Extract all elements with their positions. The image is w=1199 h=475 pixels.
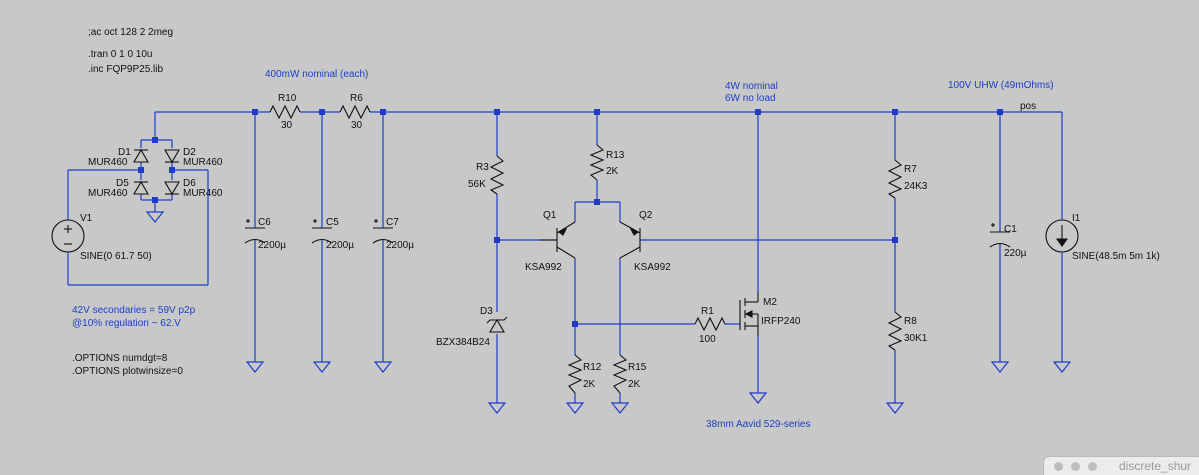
note-mosfet-nominal[interactable]: 4W nominal bbox=[725, 81, 778, 92]
r13-symbol[interactable] bbox=[589, 144, 605, 181]
ground-symbols bbox=[145, 211, 1072, 414]
r1-name[interactable]: R1 bbox=[701, 306, 714, 317]
d1-value[interactable]: MUR460 bbox=[88, 157, 128, 168]
r15-value[interactable]: 2K bbox=[628, 379, 641, 390]
r1-symbol[interactable] bbox=[694, 316, 726, 332]
r10-name[interactable]: R10 bbox=[278, 93, 297, 104]
r7-name[interactable]: R7 bbox=[904, 164, 917, 175]
c5-name[interactable]: C5 bbox=[326, 217, 339, 228]
r6-symbol[interactable] bbox=[339, 104, 371, 120]
note-secondaries[interactable]: 42V secondaries = 59V p2p bbox=[72, 305, 196, 316]
i1-value[interactable]: SINE(48.5m 5m 1k) bbox=[1072, 251, 1160, 262]
c5-value[interactable]: 2200µ bbox=[326, 240, 354, 251]
r3-value[interactable]: 56K bbox=[468, 179, 486, 190]
junction-dots bbox=[138, 109, 1003, 327]
directive-options-plotwinsize[interactable]: .OPTIONS plotwinsize=0 bbox=[72, 366, 183, 377]
note-capacitor-uhw[interactable]: 100V UHW (49mOhms) bbox=[948, 80, 1054, 91]
c7-value[interactable]: 2200µ bbox=[386, 240, 414, 251]
q1-name[interactable]: Q1 bbox=[543, 210, 557, 221]
r12-symbol[interactable] bbox=[567, 354, 583, 394]
d5-value[interactable]: MUR460 bbox=[88, 188, 128, 199]
c1-symbol[interactable] bbox=[989, 223, 1011, 248]
directive-inc[interactable]: .inc FQP9P25.lib bbox=[88, 64, 163, 75]
q2-symbol[interactable] bbox=[619, 221, 641, 259]
r3-symbol[interactable] bbox=[489, 155, 505, 195]
d3-symbol[interactable] bbox=[486, 316, 508, 333]
window-tab[interactable]: discrete_shur bbox=[1043, 456, 1199, 475]
i1-name[interactable]: I1 bbox=[1072, 213, 1081, 224]
d2-value[interactable]: MUR460 bbox=[183, 157, 223, 168]
zoom-icon[interactable] bbox=[1088, 462, 1097, 471]
wires bbox=[67, 111, 1063, 403]
c1-name[interactable]: C1 bbox=[1004, 224, 1017, 235]
v1-symbol[interactable] bbox=[51, 219, 85, 253]
net-label-pos[interactable]: pos bbox=[1020, 101, 1036, 112]
directive-options-numdgt[interactable]: .OPTIONS numdgt=8 bbox=[72, 353, 168, 364]
r8-value[interactable]: 30K1 bbox=[904, 333, 928, 344]
minimize-icon[interactable] bbox=[1071, 462, 1080, 471]
q1-symbol[interactable] bbox=[540, 221, 576, 259]
d3-name[interactable]: D3 bbox=[480, 306, 493, 317]
r7-symbol[interactable] bbox=[887, 159, 903, 199]
r13-name[interactable]: R13 bbox=[606, 150, 625, 161]
r15-symbol[interactable] bbox=[612, 354, 628, 394]
q2-value[interactable]: KSA992 bbox=[634, 262, 671, 273]
d6-name[interactable]: D6 bbox=[183, 178, 196, 189]
q1-value[interactable]: KSA992 bbox=[525, 262, 562, 273]
c1-value[interactable]: 220µ bbox=[1004, 248, 1027, 259]
c6-value[interactable]: 2200µ bbox=[258, 240, 286, 251]
r10-symbol[interactable] bbox=[269, 104, 301, 120]
r8-name[interactable]: R8 bbox=[904, 316, 917, 327]
r6-value[interactable]: 30 bbox=[351, 120, 363, 131]
note-mosfet-noload[interactable]: 6W no load bbox=[725, 93, 776, 104]
m2-value[interactable]: IRFP240 bbox=[761, 316, 801, 327]
d2-name[interactable]: D2 bbox=[183, 147, 196, 158]
close-icon[interactable] bbox=[1054, 462, 1063, 471]
r12-value[interactable]: 2K bbox=[583, 379, 596, 390]
r7-value[interactable]: 24K3 bbox=[904, 181, 928, 192]
directive-ac[interactable]: ;ac oct 128 2 2meg bbox=[88, 27, 173, 38]
bridge-diodes-symbol[interactable] bbox=[133, 148, 180, 196]
q2-name[interactable]: Q2 bbox=[639, 210, 653, 221]
directive-tran[interactable]: .tran 0 1 0 10u bbox=[88, 49, 153, 60]
r13-value[interactable]: 2K bbox=[606, 166, 619, 177]
c5-symbol[interactable] bbox=[311, 219, 333, 244]
m2-name[interactable]: M2 bbox=[763, 297, 777, 308]
r6-name[interactable]: R6 bbox=[350, 93, 363, 104]
c7-symbol[interactable] bbox=[372, 219, 394, 244]
r10-value[interactable]: 30 bbox=[281, 120, 293, 131]
v1-name[interactable]: V1 bbox=[80, 213, 93, 224]
r12-name[interactable]: R12 bbox=[583, 362, 602, 373]
r1-value[interactable]: 100 bbox=[699, 334, 716, 345]
c6-name[interactable]: C6 bbox=[258, 217, 271, 228]
d6-value[interactable]: MUR460 bbox=[183, 188, 223, 199]
note-heatsink[interactable]: 38mm Aavid 529-series bbox=[706, 419, 811, 430]
d1-name[interactable]: D1 bbox=[118, 147, 131, 158]
m2-symbol[interactable] bbox=[739, 292, 759, 336]
note-regulation[interactable]: @10% regulation ~ 62.V bbox=[72, 318, 181, 329]
r8-symbol[interactable] bbox=[887, 311, 903, 351]
r3-name[interactable]: R3 bbox=[476, 162, 489, 173]
c6-symbol[interactable] bbox=[244, 219, 266, 244]
d5-name[interactable]: D5 bbox=[116, 178, 129, 189]
window-title: discrete_shur bbox=[1119, 459, 1192, 473]
note-resistor-power[interactable]: 400mW nominal (each) bbox=[265, 69, 368, 80]
r15-name[interactable]: R15 bbox=[628, 362, 647, 373]
c7-name[interactable]: C7 bbox=[386, 217, 399, 228]
i1-symbol[interactable] bbox=[1045, 219, 1079, 253]
v1-value[interactable]: SINE(0 61.7 50) bbox=[80, 251, 152, 262]
d3-value[interactable]: BZX384B24 bbox=[436, 337, 490, 348]
